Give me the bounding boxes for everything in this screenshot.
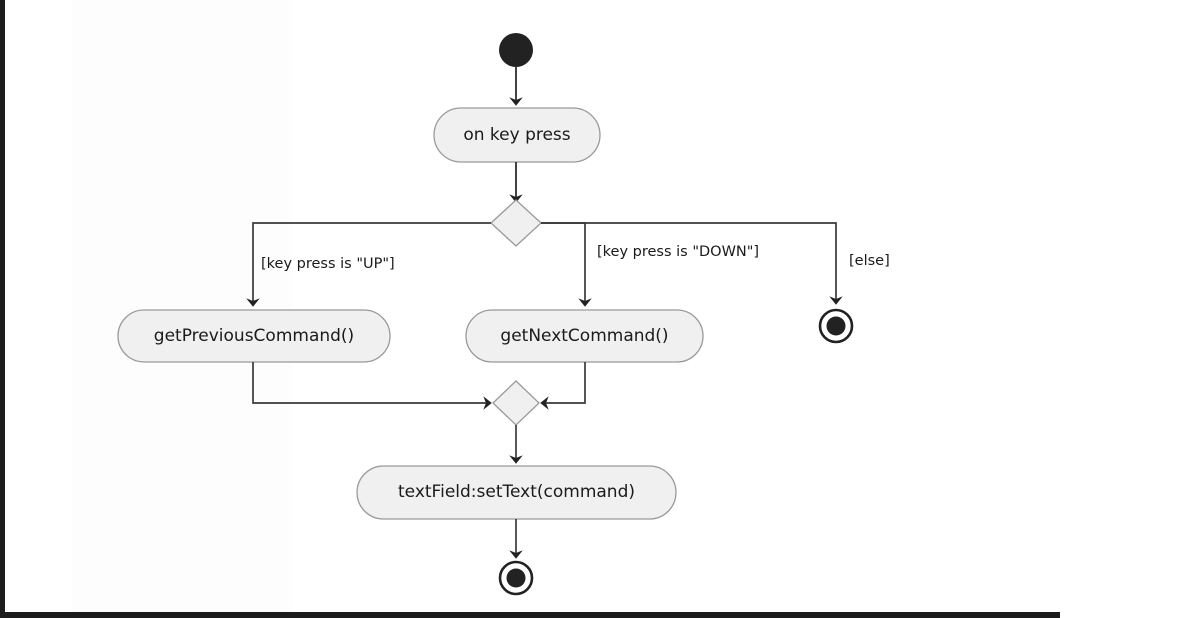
- edge-decision-to-final-else: [541, 222, 843, 305]
- window-bottom-edge-bar: [0, 612, 1060, 618]
- final-node-else-inner-dot: [826, 316, 846, 336]
- edge-decision-to-getprevious: [246, 222, 491, 307]
- action-node-on-key-press: [433, 107, 601, 163]
- final-node-main-inner-dot: [506, 568, 526, 588]
- edge-getprevious-to-merge: [252, 362, 492, 410]
- action-label-get-previous-command: getPreviousCommand(): [153, 326, 355, 346]
- edge-getnext-to-merge: [540, 362, 586, 410]
- merge-node: [492, 380, 540, 426]
- initial-node: [499, 33, 533, 67]
- action-node-get-previous-command: [117, 309, 391, 363]
- guard-label-up: [key press is "UP"]: [261, 256, 395, 272]
- window-left-edge-bar: [0, 0, 5, 618]
- action-label-set-text: textField:setText(command): [398, 482, 635, 502]
- decision-node: [490, 199, 542, 247]
- action-label-on-key-press: on key press: [463, 125, 571, 145]
- action-label-get-next-command: getNextCommand(): [500, 326, 669, 346]
- edge-decision-to-getnext: [541, 222, 592, 307]
- guard-label-down: [key press is "DOWN"]: [597, 244, 760, 260]
- guard-label-else: [else]: [849, 253, 890, 269]
